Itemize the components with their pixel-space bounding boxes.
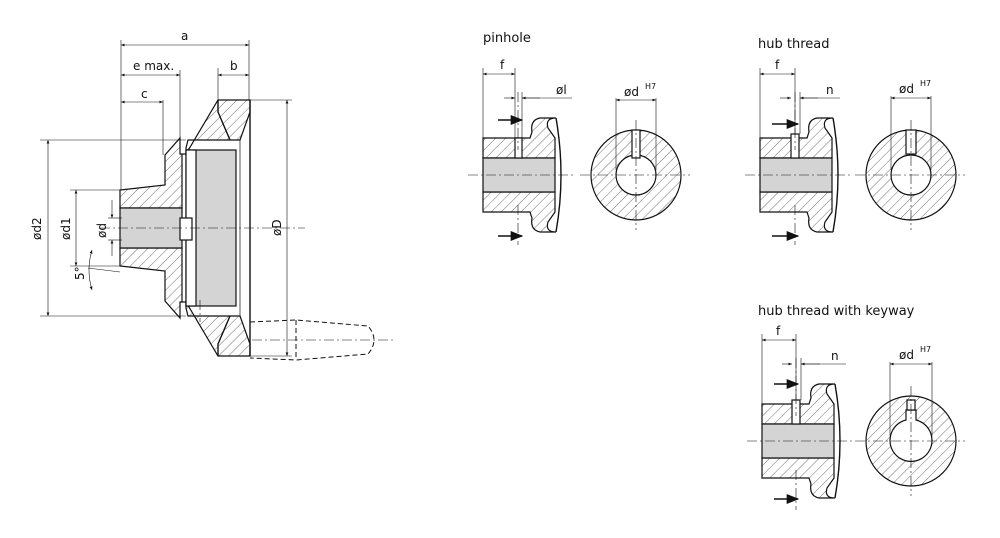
hub-thread-tol-label: H7 — [920, 79, 931, 88]
dim-e-max-label: e max. — [133, 59, 174, 73]
hub-thread-keyway-detail: hub thread with keyway f n ød H7 — [747, 304, 965, 510]
keyway-tol-label: H7 — [920, 345, 931, 354]
dim-d1-label: ød1 — [59, 217, 73, 240]
pinhole-f-label: f — [500, 58, 505, 72]
hub-thread-keyway-title: hub thread with keyway — [758, 304, 915, 319]
pinhole-tol-label: H7 — [645, 82, 656, 91]
dim-c-label: c — [141, 87, 148, 101]
hub-thread-n-label: n — [826, 83, 834, 97]
dim-d-label: ød — [95, 223, 109, 238]
dim-a-label: a — [181, 29, 188, 43]
main-handwheel-section: a e max. c b ød2 ød1 ød øD 5° — [30, 29, 395, 361]
hub-thread-d-label: ød — [899, 82, 914, 96]
pinhole-title: pinhole — [483, 31, 531, 46]
pinhole-d-label: ød — [624, 85, 639, 99]
dim-D-label: øD — [270, 219, 284, 236]
hub-thread-detail: hub thread f n ød H7 — [745, 37, 965, 245]
keyway-d-label: ød — [899, 348, 914, 362]
hub-thread-f-label: f — [775, 58, 780, 72]
angle-label: 5° — [73, 266, 87, 280]
keyway-f-label: f — [776, 324, 781, 338]
dim-b-label: b — [230, 59, 238, 73]
pinhole-detail: pinhole f øl ød H7 — [468, 31, 690, 245]
pinhole-l-label: øl — [556, 83, 567, 97]
keyway-n-label: n — [831, 349, 839, 363]
dim-d2-label: ød2 — [30, 217, 44, 240]
hub-thread-title: hub thread — [758, 37, 829, 52]
